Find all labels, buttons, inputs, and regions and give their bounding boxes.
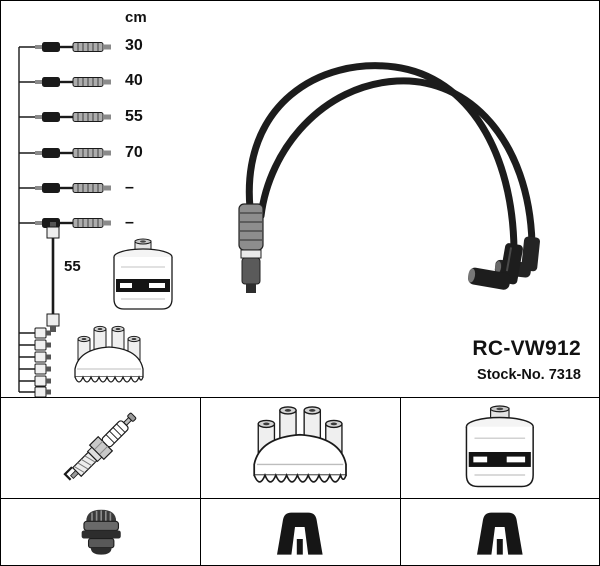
legend-cell-distributor-cap bbox=[200, 397, 400, 498]
distributor-terminal-stack bbox=[34, 327, 51, 398]
cable-lead-icon bbox=[33, 110, 113, 124]
legend-cell-angled-connector-2 bbox=[399, 498, 599, 565]
cable-length-5: – bbox=[125, 179, 134, 196]
unit-header: cm bbox=[125, 9, 147, 26]
coil-wire bbox=[46, 222, 60, 332]
legend-cell-spark-plug bbox=[1, 397, 201, 498]
legend-grid bbox=[1, 397, 599, 565]
legend-cell-pole-terminal bbox=[1, 498, 201, 565]
cable-set bbox=[238, 62, 540, 293]
legend-cell-angled-connector-1 bbox=[200, 498, 400, 565]
product-code: RC-VW912 bbox=[472, 337, 581, 360]
ignition-coil-icon bbox=[465, 405, 534, 488]
distributor-cap-icon bbox=[253, 406, 348, 483]
bracket-lines bbox=[18, 46, 35, 393]
cable-length-2: 40 bbox=[125, 72, 143, 89]
cable-lead-icon bbox=[33, 181, 113, 195]
ignition-cable bbox=[245, 62, 518, 254]
ignition-cable bbox=[257, 77, 536, 247]
cable-lead-icon bbox=[33, 40, 113, 54]
ignition-cables-illustration bbox=[238, 62, 540, 293]
spark-plug-icon bbox=[61, 407, 142, 488]
distributor-cap-icon bbox=[74, 325, 144, 383]
cable-length-1: 30 bbox=[125, 37, 143, 54]
pole-terminal-icon bbox=[80, 508, 122, 555]
cable-length-6: – bbox=[125, 214, 134, 231]
cable-length-3: 55 bbox=[125, 108, 143, 125]
cable-length-4: 70 bbox=[125, 144, 143, 161]
cable-lead-icon bbox=[33, 146, 113, 160]
wire-length-diagram bbox=[18, 40, 173, 398]
cable-lead-icon bbox=[33, 216, 113, 230]
angled-connector-icon bbox=[476, 512, 523, 555]
straight-connector-icon bbox=[238, 203, 264, 293]
cable-lead-icon bbox=[33, 75, 113, 89]
stock-number: Stock-No. 7318 bbox=[477, 367, 581, 383]
angled-connector-icon bbox=[277, 512, 324, 555]
ignition-coil-icon bbox=[113, 238, 173, 310]
angled-boot-icon bbox=[468, 243, 523, 290]
legend-cell-ignition-coil bbox=[399, 397, 599, 498]
coil-wire-length: 55 bbox=[64, 258, 81, 275]
